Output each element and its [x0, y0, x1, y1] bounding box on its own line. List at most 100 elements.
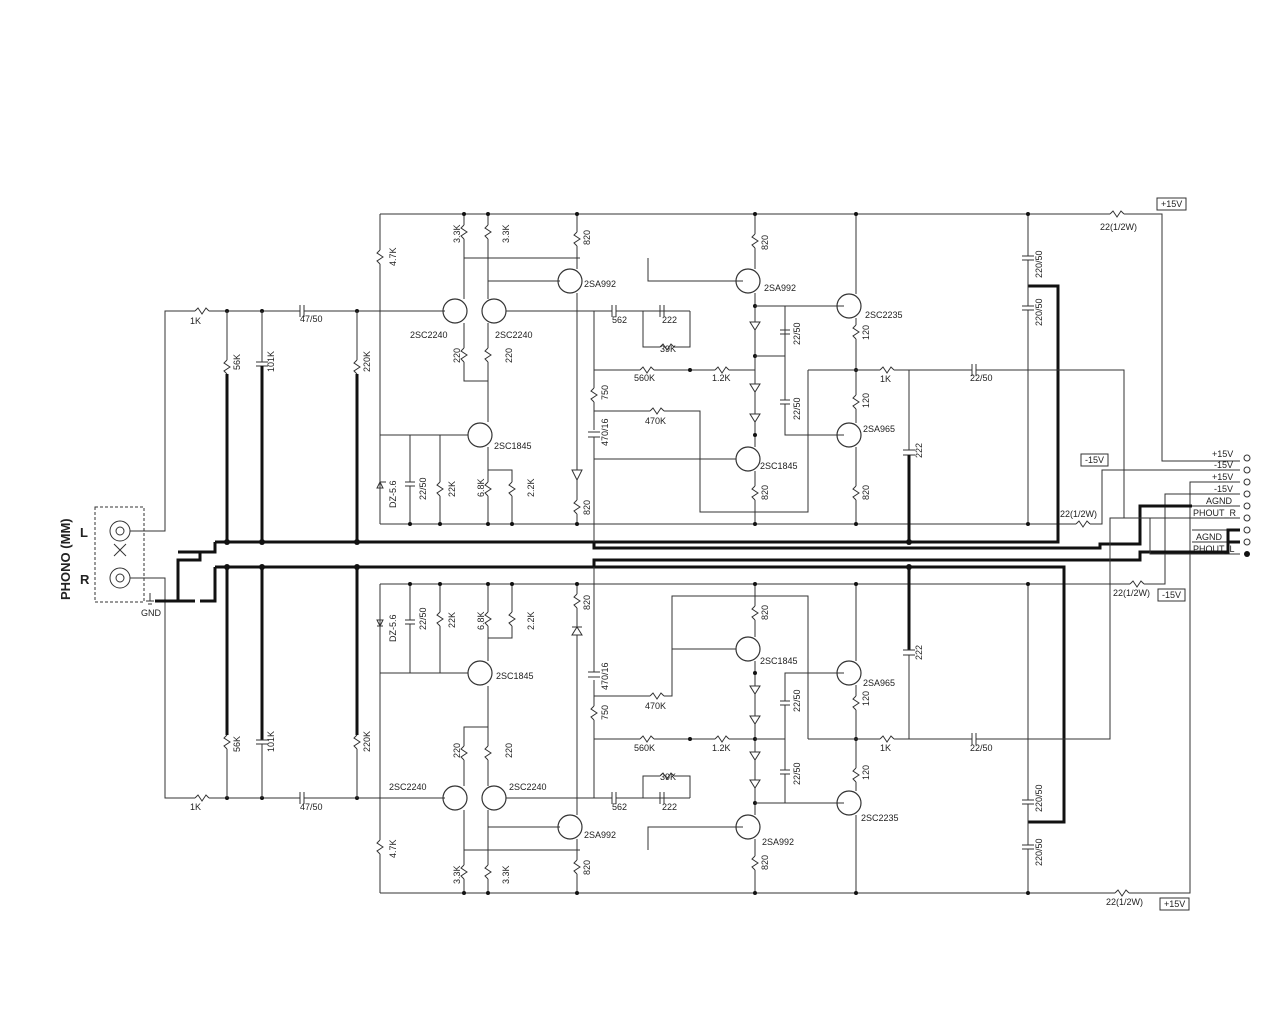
rail-res-neg-top: 22(1/2W)	[1060, 509, 1097, 519]
rail-label-neg-bottom: -15V	[1162, 590, 1181, 600]
t-r-in: 1K	[190, 316, 201, 326]
b-q3-label: 2SC1845	[496, 671, 534, 681]
t-r-3-3k-b: 3.3K	[501, 224, 511, 243]
t-c-222-b: 222	[914, 443, 924, 458]
t-q3-label: 2SC1845	[494, 441, 532, 451]
rail-box-neg-top	[1080, 453, 1109, 467]
t-q8-label: 2SA965	[863, 424, 895, 434]
t-r-22k: 22K	[447, 481, 457, 497]
t-r-560k: 560K	[634, 373, 655, 383]
b-r-220k: 220K	[362, 731, 372, 752]
t-c-22-50-b: 22/50	[792, 397, 802, 420]
t-r-220k: 220K	[362, 351, 372, 372]
b-c-220-50-b: 220/50	[1034, 838, 1044, 866]
t-q6-label: 2SC1845	[760, 461, 798, 471]
t-q2-2sc2240	[481, 298, 507, 324]
b-dz: DZ-5.6	[388, 614, 398, 642]
rail-box-pos-top	[1156, 197, 1187, 211]
b-q2-2sc2240	[481, 785, 507, 811]
b-q5-label: 2SA992	[762, 837, 794, 847]
t-r-120-a: 120	[861, 325, 871, 340]
b-q8-label: 2SA965	[863, 678, 895, 688]
t-q7-label: 2SC2235	[865, 310, 903, 320]
t-c-22-50-a: 22/50	[792, 322, 802, 345]
b-r-39k: 39K	[660, 772, 676, 782]
rail-label-neg-top: -15V	[1085, 455, 1104, 465]
b-r-1-2k: 1.2K	[712, 743, 731, 753]
pin-5: PHOUT_R	[1193, 508, 1237, 518]
t-r-3-3k-a: 3.3K	[452, 224, 462, 243]
t-c-220-50-a: 220/50	[1034, 250, 1044, 278]
b-r-820-c: 820	[760, 855, 770, 870]
b-c-22-50: 22/50	[418, 607, 428, 630]
t-r-220-b: 220	[504, 348, 514, 363]
b-c-220-50-a: 220/50	[1034, 784, 1044, 812]
t-q4-label: 2SA992	[584, 279, 616, 289]
rail-res-pos-top: 22(1/2W)	[1100, 222, 1137, 232]
ground-junctions	[224, 539, 912, 570]
b-r-3-3k-a: 3.3K	[452, 865, 462, 884]
b-q2-label: 2SC2240	[509, 782, 547, 792]
t-r-4-7k: 4.7K	[388, 247, 398, 266]
pin-8: PHOUT_L	[1193, 544, 1235, 554]
b-c-22-50-b: 22/50	[792, 762, 802, 785]
b-q4-2sa992	[557, 814, 583, 840]
b-r-3-3k-b: 3.3K	[501, 865, 511, 884]
rail-box-pos-bottom	[1159, 897, 1190, 911]
t-r-1k-out: 1K	[880, 374, 891, 384]
t-c-562: 562	[612, 315, 627, 325]
b-r-4-7k: 4.7K	[388, 839, 398, 858]
t-c-470-16: 470/16	[600, 418, 610, 446]
b-r-2-2k: 2.2K	[526, 611, 536, 630]
b-c-222-b: 222	[914, 645, 924, 660]
t-r-39k: 39K	[660, 344, 676, 354]
b-q4-label: 2SA992	[584, 830, 616, 840]
t-r-2-2k: 2.2K	[526, 478, 536, 497]
b-r-220-a: 220	[452, 743, 462, 758]
b-c-222: 222	[662, 802, 677, 812]
b-c-in: 47/50	[300, 802, 323, 812]
label-gnd: GND	[141, 608, 162, 618]
t-r-820-b: 820	[582, 500, 592, 515]
b-r-470k: 470K	[645, 701, 666, 711]
rail-res-pos-bottom: 22(1/2W)	[1106, 897, 1143, 907]
b-c-out: 22/50	[970, 743, 993, 753]
b-r-120-b: 120	[861, 765, 871, 780]
phono-input-block: PHONO (MM) L R GND	[58, 310, 217, 799]
rail-label-pos-top: +15V	[1161, 199, 1182, 209]
b-c-470-16: 470/16	[600, 662, 610, 690]
t-q4-2sa992	[557, 268, 583, 294]
b-r-in: 1K	[190, 802, 201, 812]
b-r-560k: 560K	[634, 743, 655, 753]
pin-7: AGND	[1196, 532, 1223, 542]
t-r-820-e: 820	[861, 485, 871, 500]
t-q5-label: 2SA992	[764, 283, 796, 293]
t-c-220-50-b: 220/50	[1034, 298, 1044, 326]
t-q3-2sc1845	[467, 422, 493, 448]
pin-0: +15V	[1212, 449, 1233, 459]
rail-label-pos-bottom: +15V	[1164, 899, 1185, 909]
jack-r-outer[interactable]	[109, 567, 131, 589]
t-r-6-8k: 6.8K	[476, 478, 486, 497]
b-r-1k-out: 1K	[880, 743, 891, 753]
jack-l-inner	[115, 526, 125, 536]
t-r-1-2k: 1.2K	[712, 373, 731, 383]
output-connector: +15V -15V +15V -15V AGND PHOUT_R AGND PH…	[1192, 449, 1251, 557]
label-r: R	[80, 572, 90, 587]
pin-2: +15V	[1212, 472, 1233, 482]
t-r-820-d: 820	[760, 485, 770, 500]
t-c-101k: 101K	[266, 351, 276, 372]
t-r-820-c: 820	[760, 235, 770, 250]
b-r-6-8k: 6.8K	[476, 611, 486, 630]
t-dz: DZ-5.6	[388, 480, 398, 508]
jack-r-inner	[115, 573, 125, 583]
b-q7-label: 2SC2235	[861, 813, 899, 823]
b-q8-2sa965	[836, 660, 862, 686]
b-r-120-a: 120	[861, 691, 871, 706]
jack-l-outer[interactable]	[109, 520, 131, 542]
t-r-750: 750	[600, 385, 610, 400]
t-c-22-50: 22/50	[418, 477, 428, 500]
t-q5-2sa992	[735, 268, 761, 294]
b-r-56k: 56K	[232, 736, 242, 752]
